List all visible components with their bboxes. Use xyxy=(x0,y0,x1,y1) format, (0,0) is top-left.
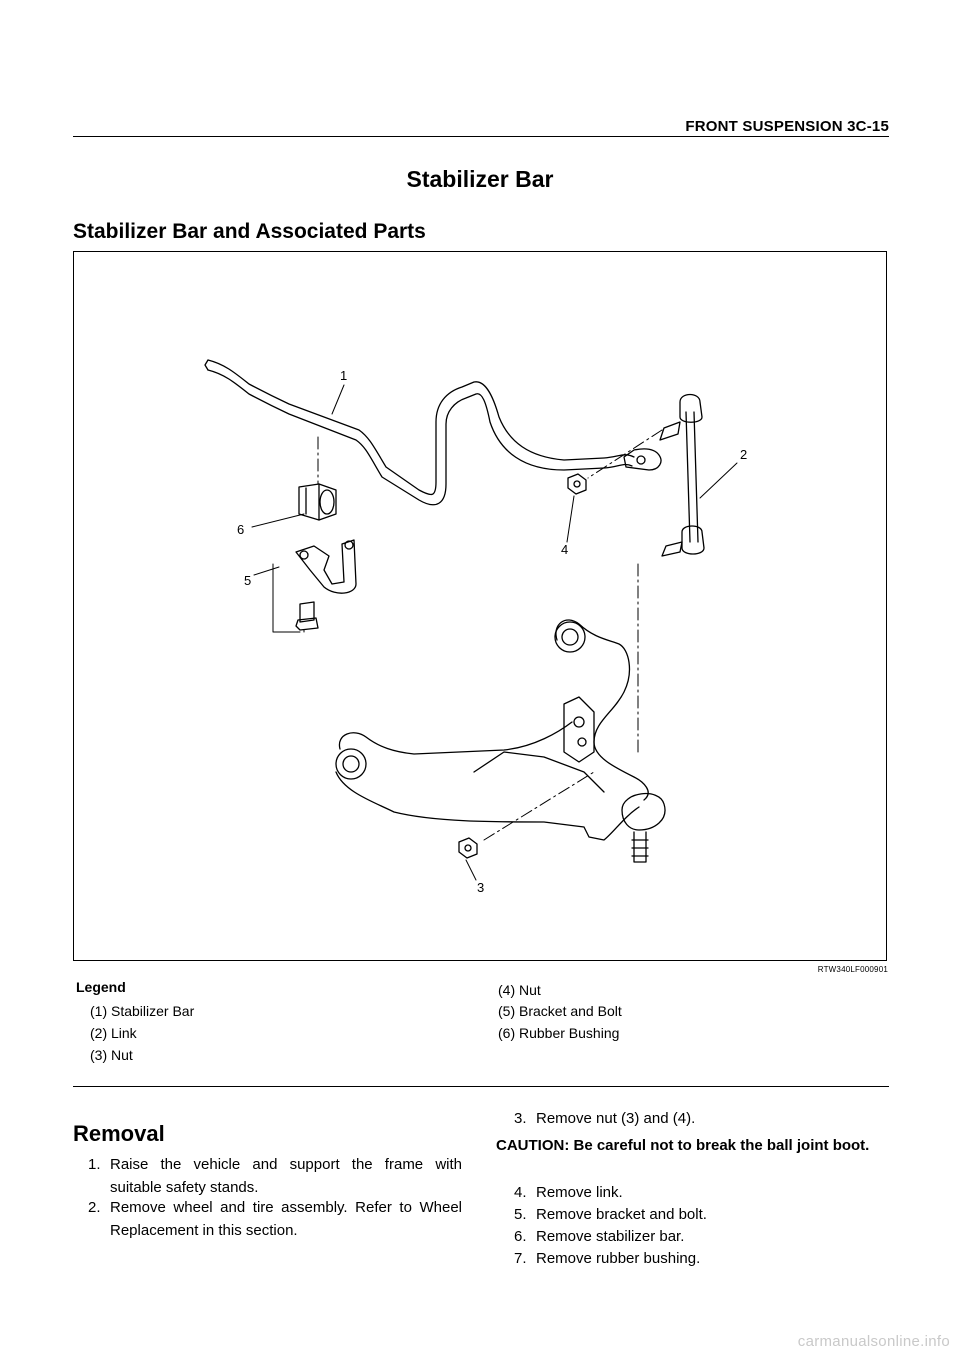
step-line: Remove nut (3) and (4). xyxy=(536,1110,696,1127)
lower-arm-drawing xyxy=(335,619,666,863)
legend-item: (5) Bracket and Bolt xyxy=(498,1003,622,1019)
callout-2: 2 xyxy=(740,447,747,462)
section-title: Stabilizer Bar and Associated Parts xyxy=(73,220,426,243)
leader-lines xyxy=(251,384,738,881)
link-drawing xyxy=(659,393,705,557)
callout-1: 1 xyxy=(340,368,347,383)
running-head: FRONT SUSPENSION 3C-15 xyxy=(685,118,889,135)
step-number: 3. xyxy=(514,1110,527,1127)
callout-6: 6 xyxy=(237,522,244,537)
step-line: Replacement in this section. xyxy=(110,1222,298,1239)
watermark[interactable]: carmanualsonline.info xyxy=(797,1333,950,1350)
step-line: Remove link. xyxy=(536,1184,623,1201)
removal-step: 7. Remove rubber bushing. xyxy=(514,1247,886,1270)
step-line: suitable safety stands. xyxy=(110,1179,259,1196)
stabilizer-bar-drawing xyxy=(204,359,662,506)
removal-heading: Removal xyxy=(73,1121,165,1146)
step-line: Remove bracket and bolt. xyxy=(536,1206,707,1223)
step-number: 5. xyxy=(514,1206,527,1223)
legend-rule xyxy=(73,1086,889,1087)
callout-4: 4 xyxy=(561,542,568,557)
callout-3: 3 xyxy=(477,880,484,895)
nut-4-drawing xyxy=(567,473,587,495)
step-number: 4. xyxy=(514,1184,527,1201)
caution-note: CAUTION: Be careful not to break the bal… xyxy=(496,1137,870,1154)
stabilizer-bar-illustration: 1 2 3 4 5 6 xyxy=(204,359,747,895)
removal-step: 2. Remove wheel and tire assembly. Refer… xyxy=(88,1196,463,1242)
header-rule xyxy=(73,136,889,137)
removal-step: 5. Remove bracket and bolt. xyxy=(514,1203,886,1226)
legend-item: (1) Stabilizer Bar xyxy=(90,1003,195,1019)
legend-item: (3) Nut xyxy=(90,1047,133,1063)
step-line: Remove rubber bushing. xyxy=(536,1250,701,1267)
step-line: Raise the vehicle and support the frame … xyxy=(110,1156,462,1173)
removal-step: 3. Remove nut (3) and (4). xyxy=(514,1107,886,1130)
legend-item: (6) Rubber Bushing xyxy=(498,1025,620,1041)
step-number: 6. xyxy=(514,1228,527,1245)
callout-5: 5 xyxy=(244,573,251,588)
removal-step: 4. Remove link. xyxy=(514,1181,886,1204)
legend-item: (2) Link xyxy=(90,1025,137,1041)
callouts: 1 2 3 4 5 6 xyxy=(237,368,747,895)
legend-item: (4) Nut xyxy=(498,982,541,998)
rubber-bushing-drawing xyxy=(298,483,337,521)
figure-box: 1 2 3 4 5 6 xyxy=(73,251,887,961)
step-number: 2. xyxy=(88,1199,101,1216)
step-number: 1. xyxy=(88,1156,101,1173)
bracket-drawing xyxy=(295,539,357,631)
step-number: 7. xyxy=(514,1250,527,1267)
legend-heading: Legend xyxy=(76,979,126,995)
removal-step: 1. Raise the vehicle and support the fra… xyxy=(88,1153,463,1199)
page-title: Stabilizer Bar xyxy=(406,166,554,192)
nut-3-drawing xyxy=(458,837,478,859)
step-line: Remove stabilizer bar. xyxy=(536,1228,685,1245)
removal-step: 6. Remove stabilizer bar. xyxy=(514,1225,886,1248)
step-line: Remove wheel and tire assembly. Refer to… xyxy=(110,1199,462,1216)
figure-code: RTW340LF000901 xyxy=(817,965,888,974)
assembly-lines xyxy=(303,429,663,841)
